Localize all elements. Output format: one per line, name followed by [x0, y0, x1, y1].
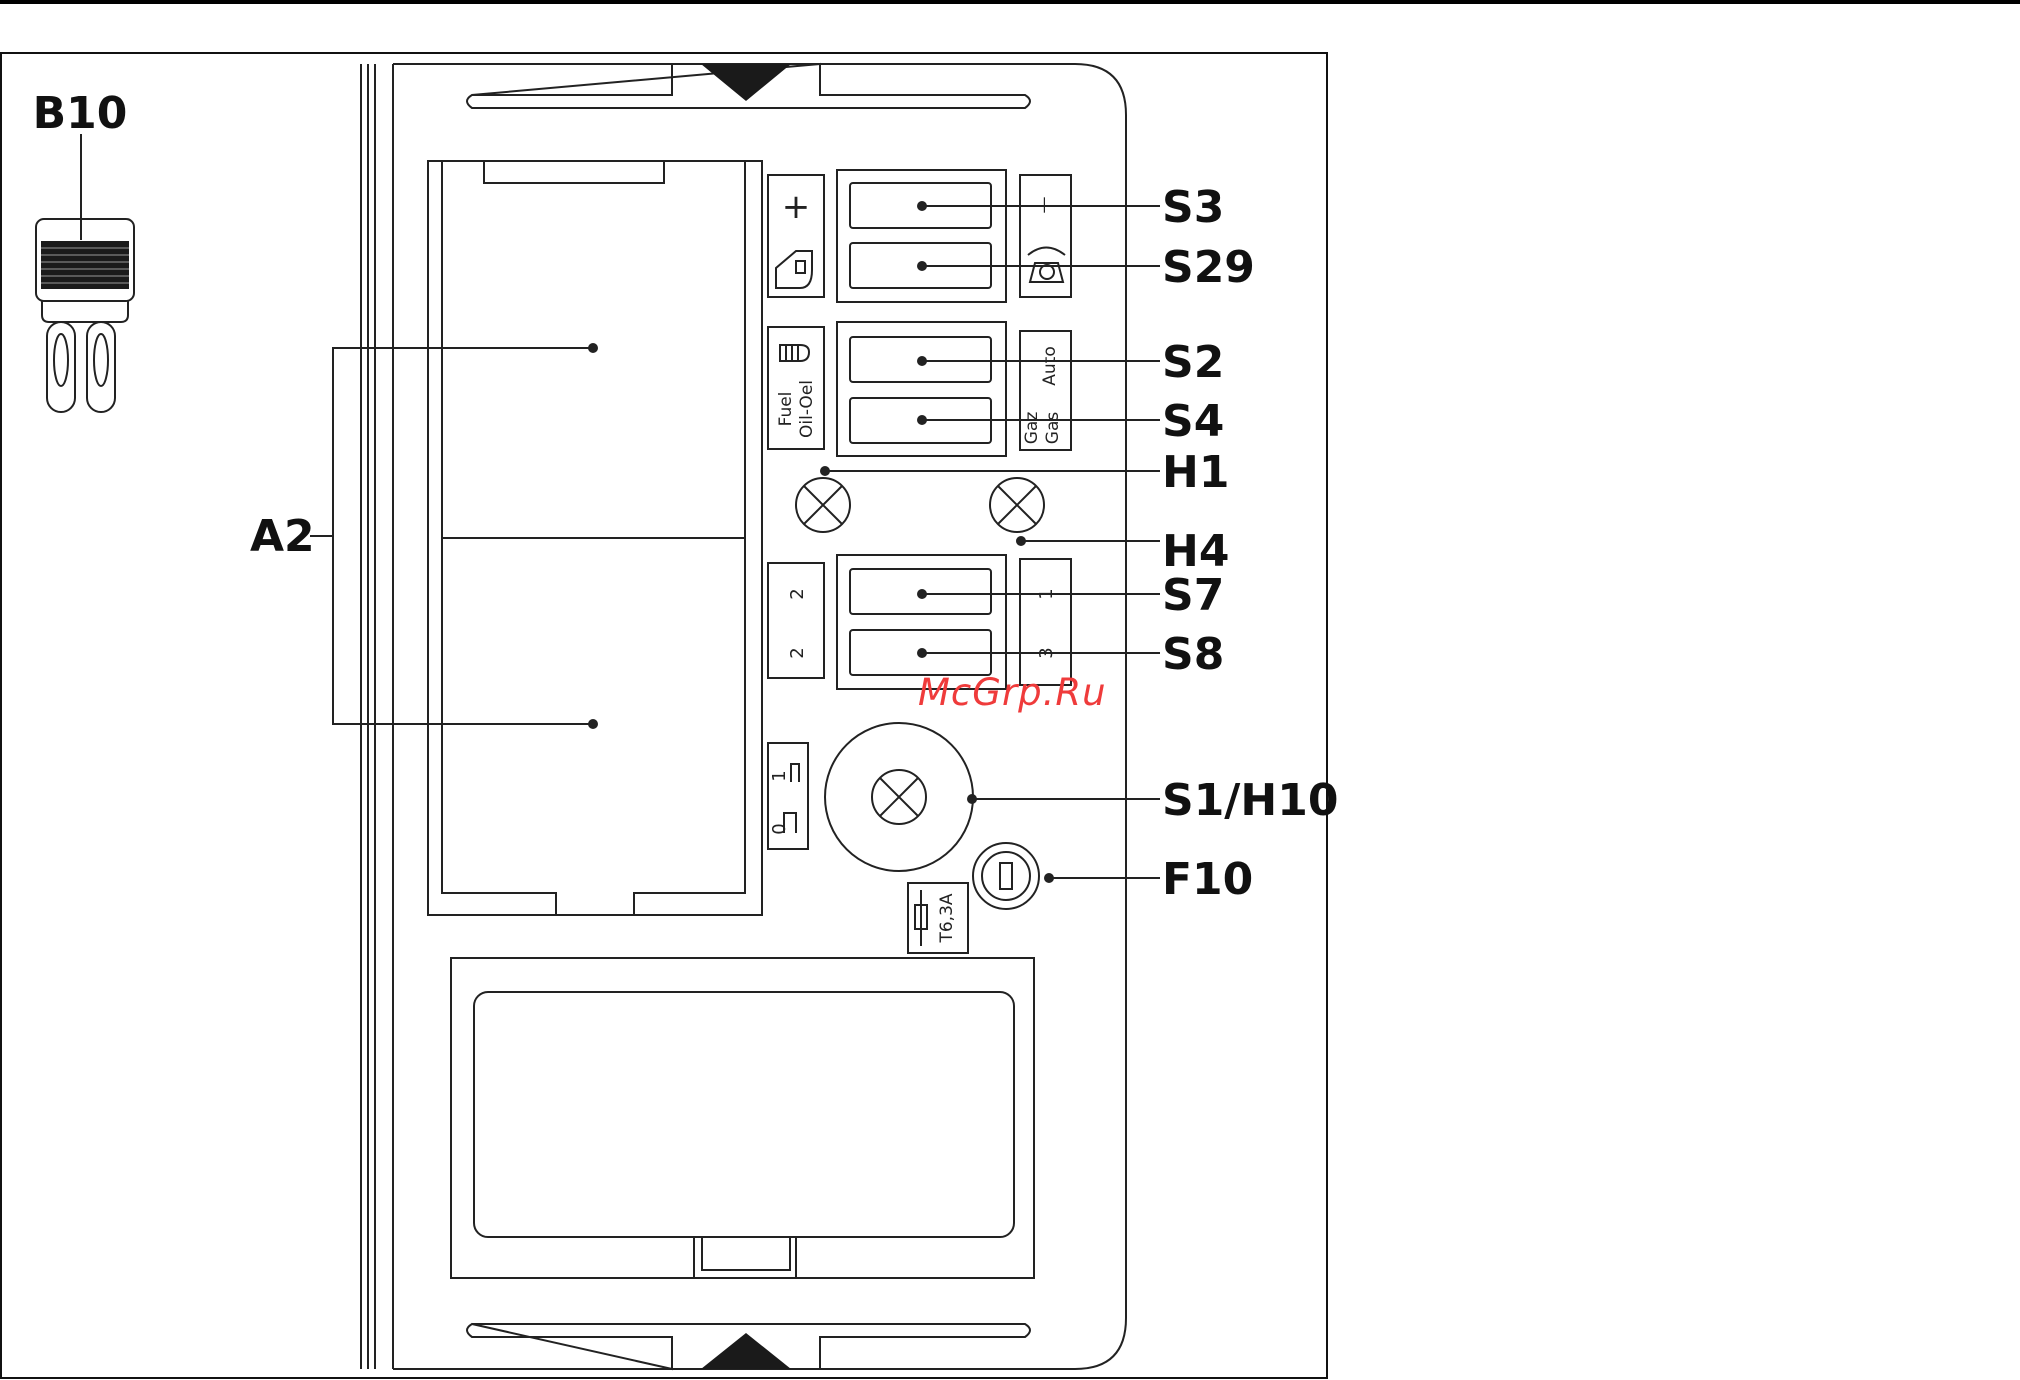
switch-zero-label: 0: [769, 823, 790, 834]
gas-label: Gas: [1043, 412, 1063, 445]
lamp-h4-icon: [990, 478, 1044, 532]
callout-s29: S29: [1162, 242, 1255, 293]
switch-group-s7-s8: [768, 555, 1071, 689]
lamp-h1-icon: [796, 478, 850, 532]
stage-right-top-label: 1: [1036, 588, 1057, 599]
callout-s1-h10: S1/H10: [1162, 775, 1338, 826]
control-panel: [361, 64, 1126, 1369]
callout-f10: F10: [1162, 854, 1253, 905]
hand-icon: [780, 345, 809, 361]
bottom-arrow-icon: [701, 1333, 791, 1369]
fuel-label: Fuel: [776, 392, 796, 427]
watermark: McGrp.Ru: [918, 671, 1107, 714]
callout-s4: S4: [1162, 396, 1224, 447]
oil-oel-label: Oil-Oel: [797, 380, 817, 438]
figure-frame: [1, 53, 1327, 1378]
callout-s7: S7: [1162, 570, 1224, 621]
top-arrow-icon: [701, 64, 791, 101]
callout-s3: S3: [1162, 182, 1224, 233]
switch-group-s3-s29: [768, 170, 1071, 302]
callout-h1: H1: [1162, 447, 1229, 498]
display-window: [451, 958, 1034, 1278]
callout-s2: S2: [1162, 337, 1224, 388]
fuse-icon: [915, 890, 927, 946]
gaz-label: Gaz: [1022, 412, 1042, 445]
stage-right-bottom-label: 3: [1036, 647, 1057, 658]
callout-a2: A2: [250, 511, 315, 562]
switch-one-label: 1: [769, 770, 790, 781]
fuse-rating-label: T6,3A: [937, 893, 957, 943]
telephone-icon: [1028, 248, 1065, 283]
callout-b10: B10: [33, 88, 128, 139]
module-a2: [428, 161, 762, 915]
leader-dots: [820, 201, 1054, 883]
plus-label: +: [782, 187, 811, 227]
stage-left-top-label: 2: [787, 588, 808, 599]
leader-lines: [825, 206, 1160, 878]
auto-label: Auto: [1040, 346, 1060, 385]
callout-s8: S8: [1162, 629, 1224, 680]
a2-bracket: [310, 348, 593, 724]
stage-left-bottom-label: 2: [787, 647, 808, 658]
minus-label: —: [1034, 197, 1054, 214]
main-switch-s1-h10: [768, 723, 973, 871]
adjust-icon: [776, 251, 812, 288]
fuse-holder-f10: [908, 843, 1039, 953]
